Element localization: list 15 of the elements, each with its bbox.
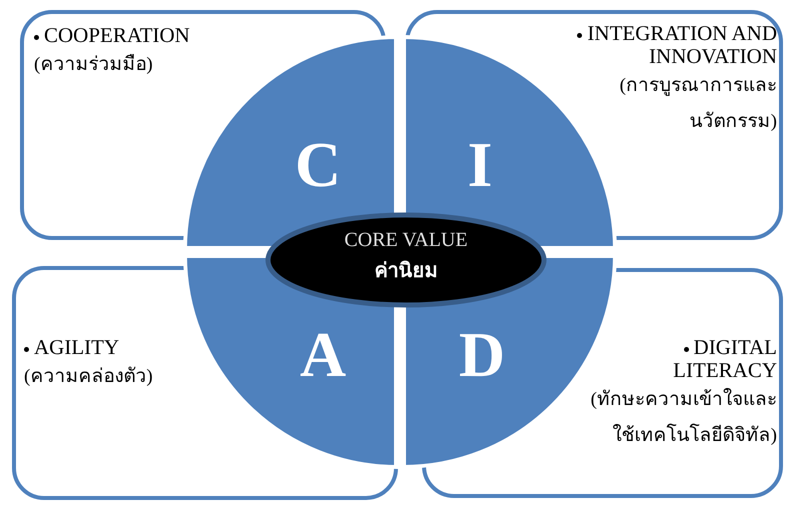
letter: I (468, 133, 492, 197)
heading: COOPERATION (34, 24, 190, 47)
letter: C (294, 133, 342, 197)
translation-text: (ความคล่องตัว) (24, 365, 153, 389)
heading: AGILITY (24, 336, 120, 359)
title-text: CORE VALUE (344, 228, 468, 253)
translation-text: (การบูรณาการและนวัตกรรม) (618, 74, 777, 134)
subtitle-text: ค่านิยม (374, 259, 438, 284)
translation-text: (ทักษะความเข้าใจและใช้เทคโนโลยีดิจิทัล) (590, 387, 777, 448)
ellipse (265, 212, 547, 308)
letter: D (458, 323, 506, 387)
heading: DIGITAL LITERACY (581, 336, 777, 382)
heading: INTEGRATION AND INNOVATION (547, 22, 777, 68)
translation-text: (ความร่วมมือ) (34, 53, 153, 77)
letter: A (300, 323, 346, 387)
